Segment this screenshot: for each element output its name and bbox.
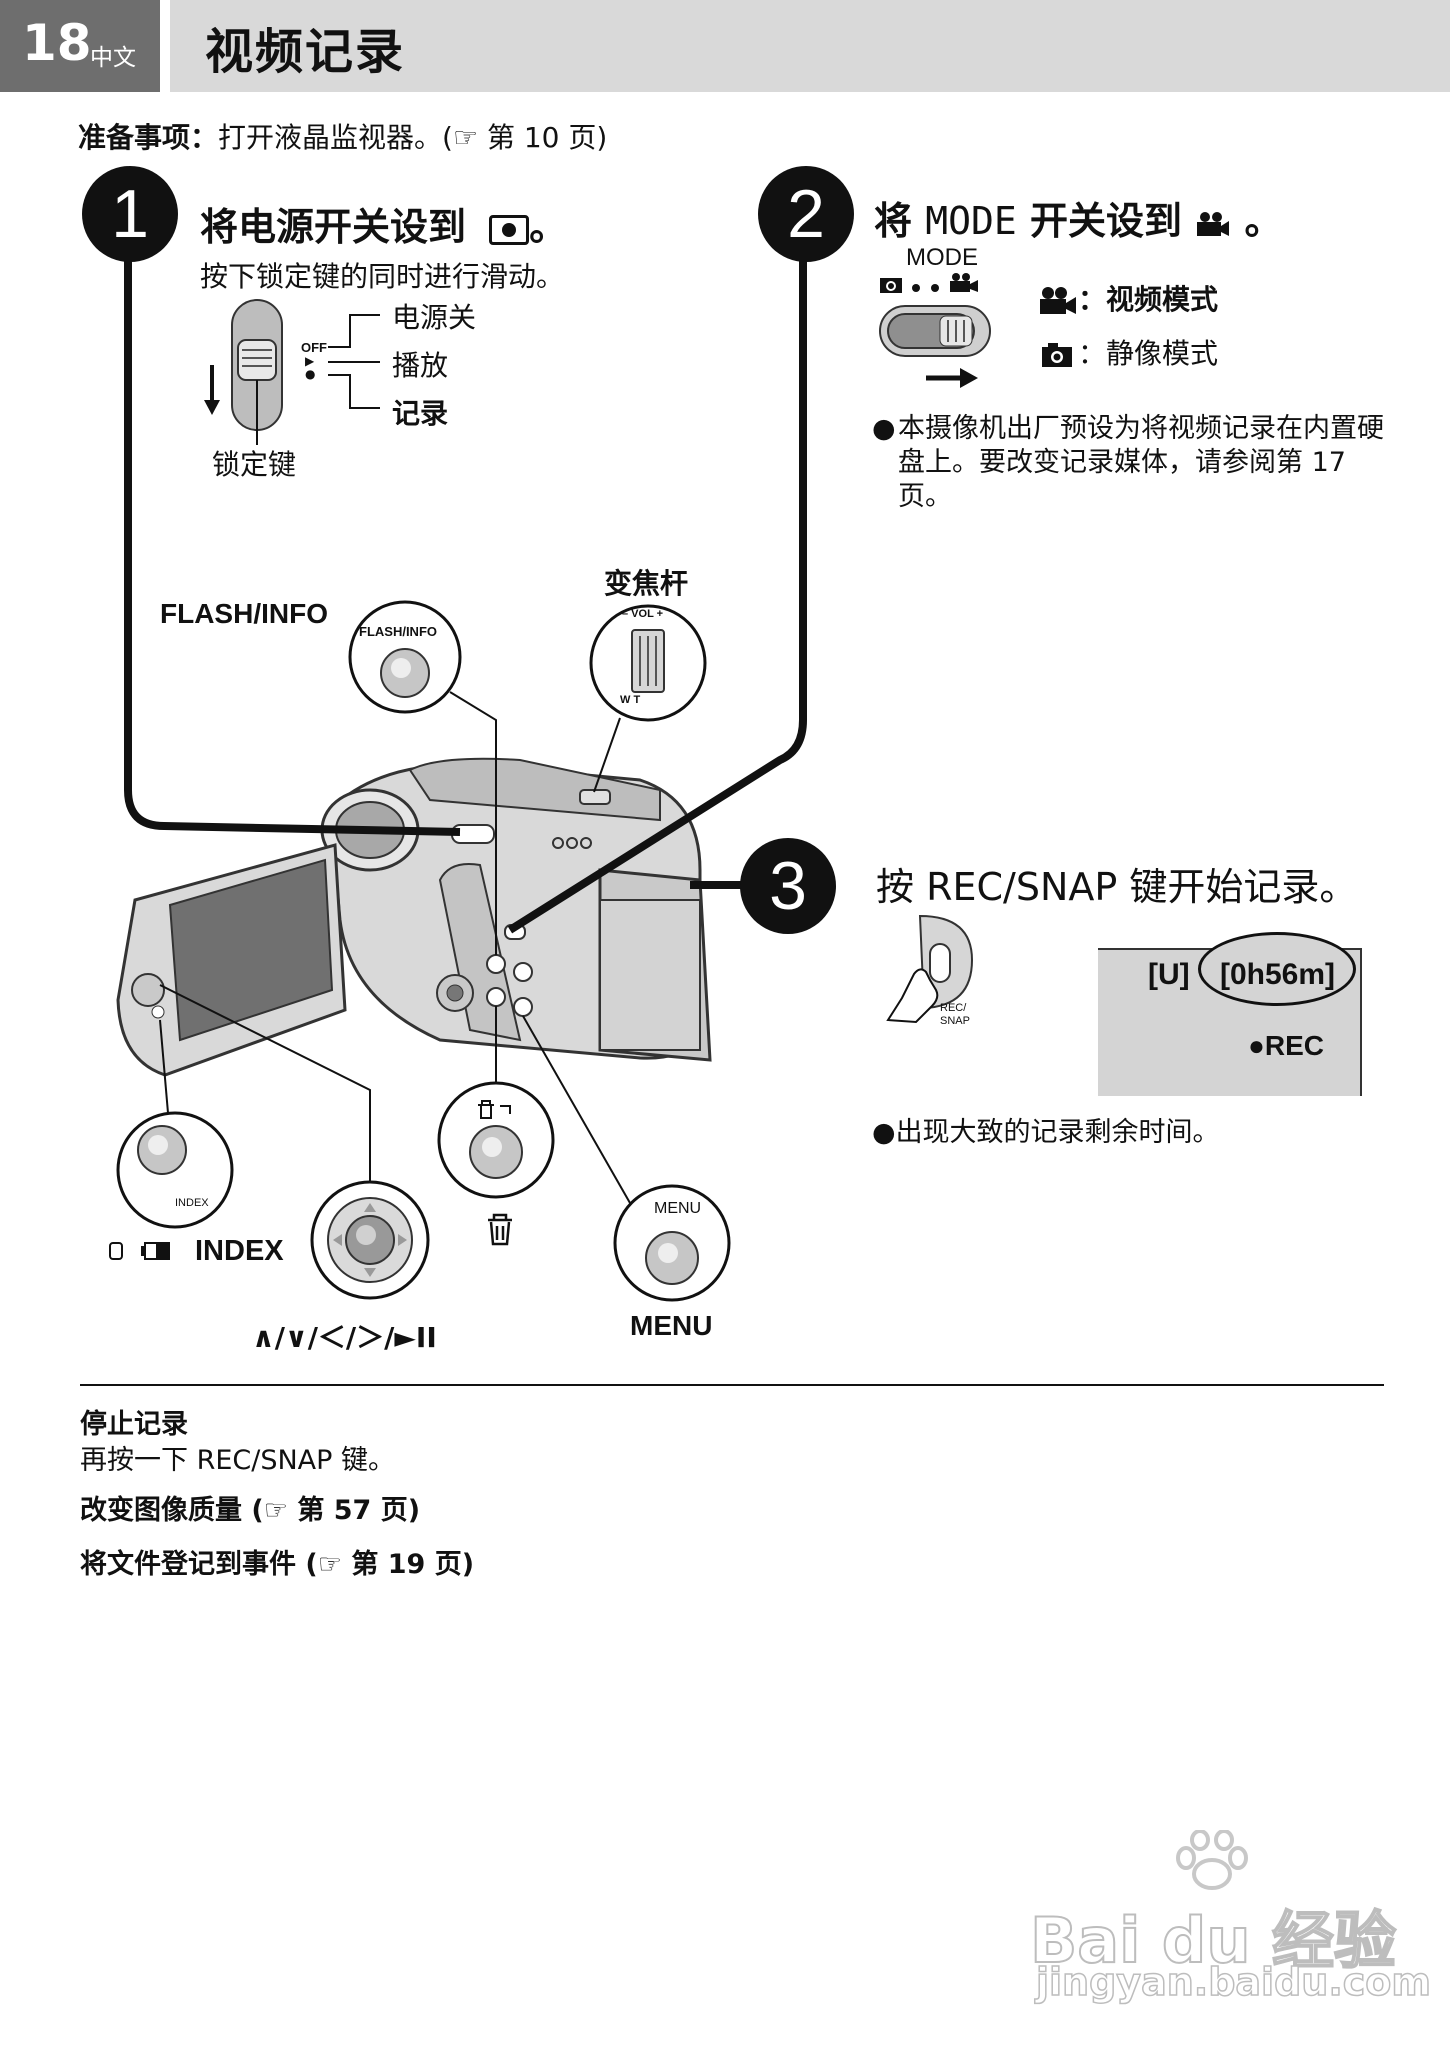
zoom-lever-label: 变焦杆 [604, 567, 689, 600]
lock-key-label: 锁定键 [212, 448, 297, 481]
video-mode-icon [1040, 287, 1076, 314]
step1-title: 将电源开关设到 。 [200, 196, 567, 251]
zoom-wt-text: W T [620, 694, 641, 706]
watermark-logo: Bai du 经验 jingyan.baidu.com [1029, 1829, 1432, 2010]
video-mode-row: ：视频模式 [1038, 278, 1218, 318]
step1-title-end: 。 [529, 205, 568, 249]
still-mode-text: ：静像模式 [1078, 337, 1219, 370]
video-camera-icon [1195, 199, 1244, 243]
screen-media-indicator: [U] [1148, 958, 1190, 991]
rec-snap-text-line2: SNAP [940, 1015, 970, 1027]
language-label: 中文 [90, 45, 136, 71]
still-camera-icon [1042, 343, 1072, 367]
page-number: 18 [22, 14, 92, 72]
prep-text: 打开液晶监视器。(☞ 第 10 页) [218, 121, 608, 154]
step1-number: 1 [82, 166, 178, 262]
watermark-line2: jingyan.baidu.com [1035, 1959, 1432, 2005]
step2-note: ● 本摄像机出厂预设为将视频记录在内置硬盘上。要改变记录媒体，请参阅第 17 页… [872, 412, 1392, 514]
index-label: INDEX [195, 1235, 284, 1267]
callout-power-off: 电源关 [392, 301, 477, 334]
step3-number: 3 [740, 838, 836, 934]
index-button-text: INDEX [175, 1197, 209, 1209]
step2-title-end: 。 [1244, 199, 1283, 243]
step3-note: ●出现大致的记录剩余时间。 [872, 1117, 1220, 1148]
step2-title-b: 开关设到 [1030, 199, 1183, 243]
screen-remaining-time: [0h56m] [1220, 958, 1336, 991]
callout-playback: 播放 [392, 349, 449, 382]
still-mode-row: ：静像模式 [1038, 332, 1218, 372]
rec-snap-text-line1: REC/ [940, 1002, 967, 1014]
switch-label-play: ▶ [305, 354, 315, 368]
header-bar [170, 0, 1450, 92]
prep-line: 准备事项：打开液晶监视器。(☞ 第 10 页) [78, 116, 607, 156]
link-register-event[interactable]: 将文件登记到事件 (☞ 第 19 页) [80, 1549, 475, 1580]
step1-title-text: 将电源开关设到 [200, 205, 467, 249]
screen-rec-indicator: ●REC [1248, 1030, 1325, 1061]
page-number-block: 18 中文 [0, 0, 160, 92]
menu-label: MENU [630, 1310, 713, 1341]
step3-title: 按 REC/SNAP 键开始记录。 [876, 865, 1358, 909]
prep-label: 准备事项： [78, 121, 219, 154]
callout-record: 记录 [392, 397, 449, 430]
step2-title-a: 将 [874, 199, 913, 243]
page-title: 视频记录 [205, 24, 406, 80]
flash-info-label: FLASH/INFO [160, 598, 328, 629]
switch-label-off: OFF [301, 340, 327, 355]
rec-snap-text: REC/ SNAP [940, 1002, 970, 1028]
record-mode-icon [489, 214, 530, 245]
time-highlight-oval [1198, 932, 1356, 1006]
step1-sub: 按下锁定键的同时进行滑动。 [200, 260, 565, 293]
paw-icon [1170, 1829, 1254, 1894]
step2-mode-word: MODE [925, 199, 1017, 243]
stop-recording-text: 再按一下 REC/SNAP 键。 [80, 1445, 396, 1476]
section-divider [80, 1384, 1384, 1386]
step3-note-text: 出现大致的记录剩余时间。 [895, 1117, 1220, 1148]
link-image-quality[interactable]: 改变图像质量 (☞ 第 57 页) [80, 1495, 421, 1526]
rec-snap-diagram [880, 910, 990, 1040]
lcd-screen-sample: [U] [0h56m] ●REC [1098, 932, 1362, 1096]
zoom-vol-text: – VOL + [622, 608, 664, 620]
stop-recording-title: 停止记录 [80, 1409, 188, 1440]
mode-switch-diagram [878, 272, 1008, 392]
video-mode-text: ：视频模式 [1078, 283, 1219, 316]
switch-label-rec: ● [305, 367, 316, 381]
watermark-line1: Bai du 经验 [1029, 1903, 1397, 1978]
step2-number: 2 [758, 166, 854, 262]
menu-button-text: MENU [654, 1200, 702, 1217]
nav-buttons-label: ∧/∨/＜/＞/►II [252, 1321, 437, 1354]
step2-note-text: 本摄像机出厂预设为将视频记录在内置硬盘上。要改变记录媒体，请参阅第 17 页。 [898, 413, 1384, 512]
mode-switch-label: MODE [906, 244, 978, 271]
step2-title: 将 MODE 开关设到 。 [874, 190, 1283, 245]
flash-info-button-text: FLASH/INFO [359, 624, 437, 639]
